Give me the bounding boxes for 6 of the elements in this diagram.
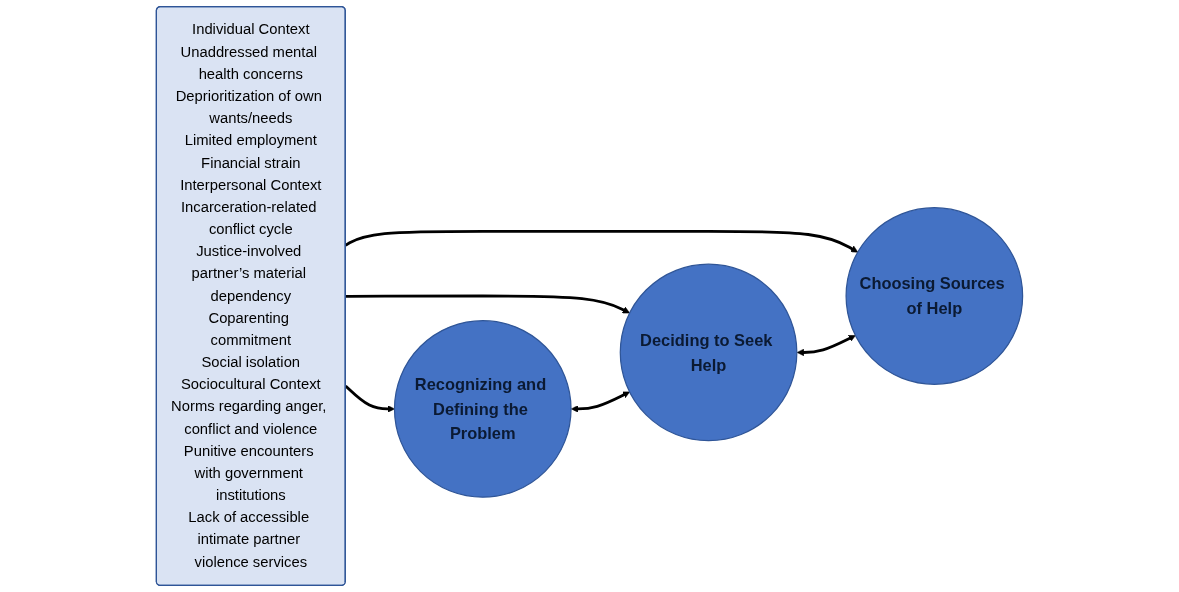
arrow <box>345 294 630 314</box>
node-circle: Choosing Sources of Help <box>845 207 1024 385</box>
node-circle: Recognizing and Defining the Problem <box>393 320 572 498</box>
node-circle: Deciding to Seek Help <box>619 263 798 442</box>
arrow <box>571 391 630 413</box>
arrow <box>796 335 856 357</box>
